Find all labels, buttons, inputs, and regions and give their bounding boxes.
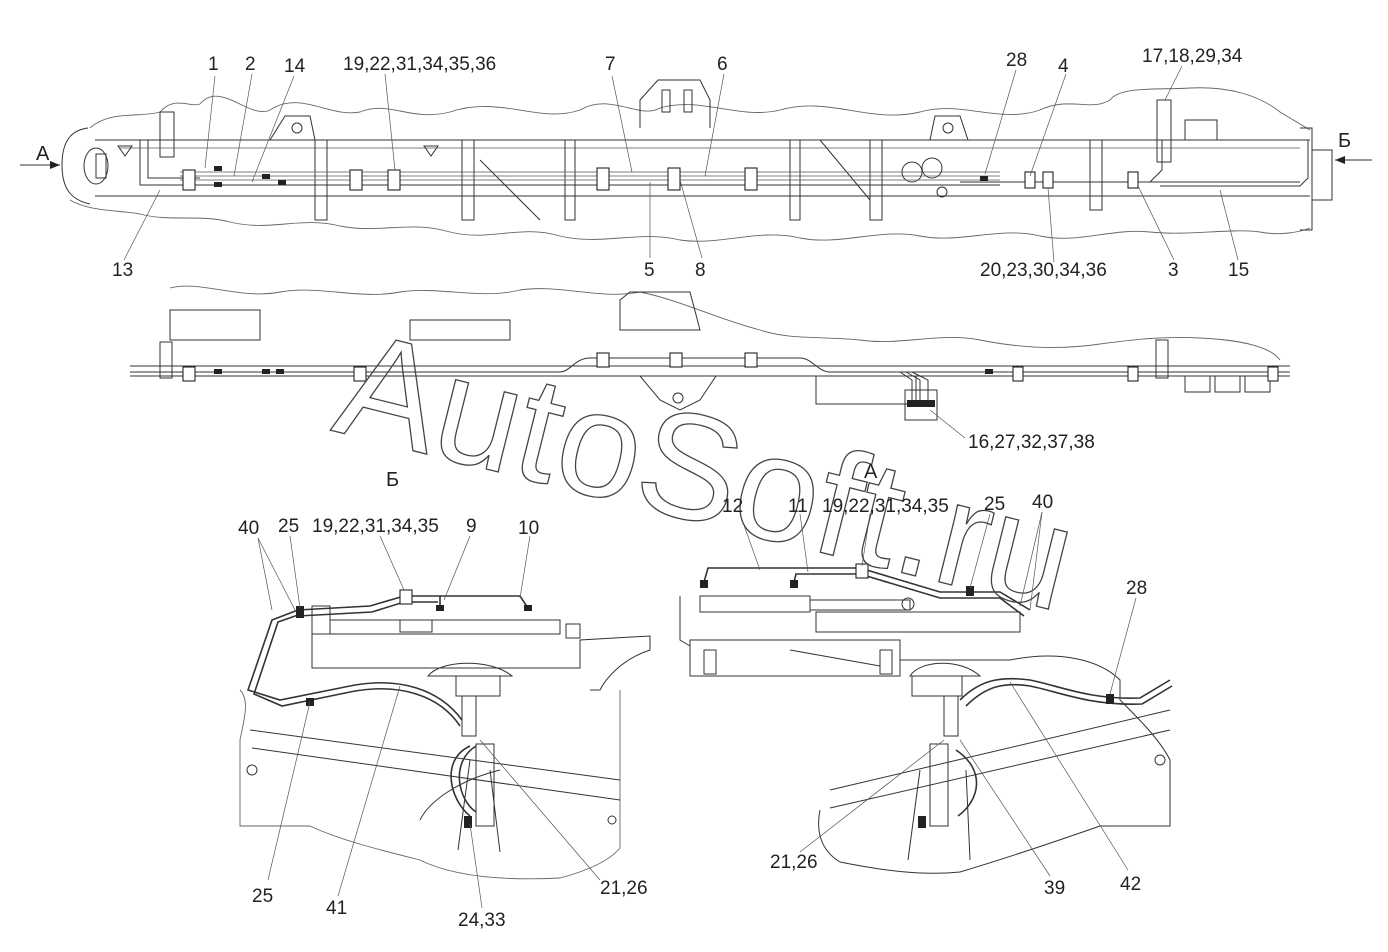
section-label-b: Б	[386, 469, 399, 491]
callout-1: 1	[208, 54, 219, 75]
section-label-b-arrow: Б	[1338, 130, 1351, 152]
callout-8: 8	[695, 260, 706, 281]
callout-19-22-31-34-35-36: 19,22,31,34,35,36	[343, 54, 496, 75]
callout-24-33: 24,33	[458, 910, 506, 931]
callout-7: 7	[605, 54, 616, 75]
callout-14: 14	[284, 56, 306, 77]
callout-28-right: 28	[1126, 578, 1147, 599]
callout-13: 13	[112, 260, 133, 281]
callout-40-left: 40	[238, 518, 259, 539]
callout-25-right: 25	[984, 494, 1005, 515]
callout-6: 6	[717, 54, 728, 75]
callout-41: 41	[326, 898, 347, 919]
callout-25-left-top: 25	[278, 516, 299, 537]
leader-lines	[123, 65, 1239, 909]
top-frame-view	[20, 79, 1372, 242]
callout-25-left-bottom: 25	[252, 886, 273, 907]
callout-4: 4	[1058, 56, 1069, 77]
callout-39: 39	[1044, 878, 1065, 899]
callout-28-top: 28	[1006, 50, 1027, 71]
callout-19-22-31-34-35-right: 19,22,31,34,35	[822, 496, 949, 517]
callout-16-27-32-37-38: 16,27,32,37,38	[968, 432, 1095, 453]
callout-2: 2	[245, 54, 256, 75]
callout-10: 10	[518, 518, 539, 539]
callout-17-18-29-34: 17,18,29,34	[1142, 46, 1243, 67]
callout-9: 9	[466, 516, 477, 537]
view-b-detail	[239, 589, 651, 880]
callout-21-26-right: 21,26	[770, 852, 818, 873]
callout-3: 3	[1168, 260, 1179, 281]
callout-12: 12	[722, 496, 743, 517]
callout-5: 5	[644, 260, 655, 281]
side-elevation-view	[130, 285, 1290, 421]
callout-40-right: 40	[1032, 492, 1053, 513]
callout-11: 11	[788, 496, 808, 517]
section-label-a-arrow: А	[36, 143, 50, 165]
callout-21-26-left: 21,26	[600, 878, 648, 899]
callout-20-23-30-34-36: 20,23,30,34,36	[980, 260, 1107, 281]
callout-19-22-31-34-35-left: 19,22,31,34,35	[312, 516, 439, 537]
section-label-a: А	[864, 461, 878, 483]
watermark: AutoSoft.ru	[322, 298, 1091, 643]
callout-15: 15	[1228, 260, 1249, 281]
view-a-detail	[679, 563, 1173, 874]
callout-42: 42	[1120, 874, 1141, 895]
